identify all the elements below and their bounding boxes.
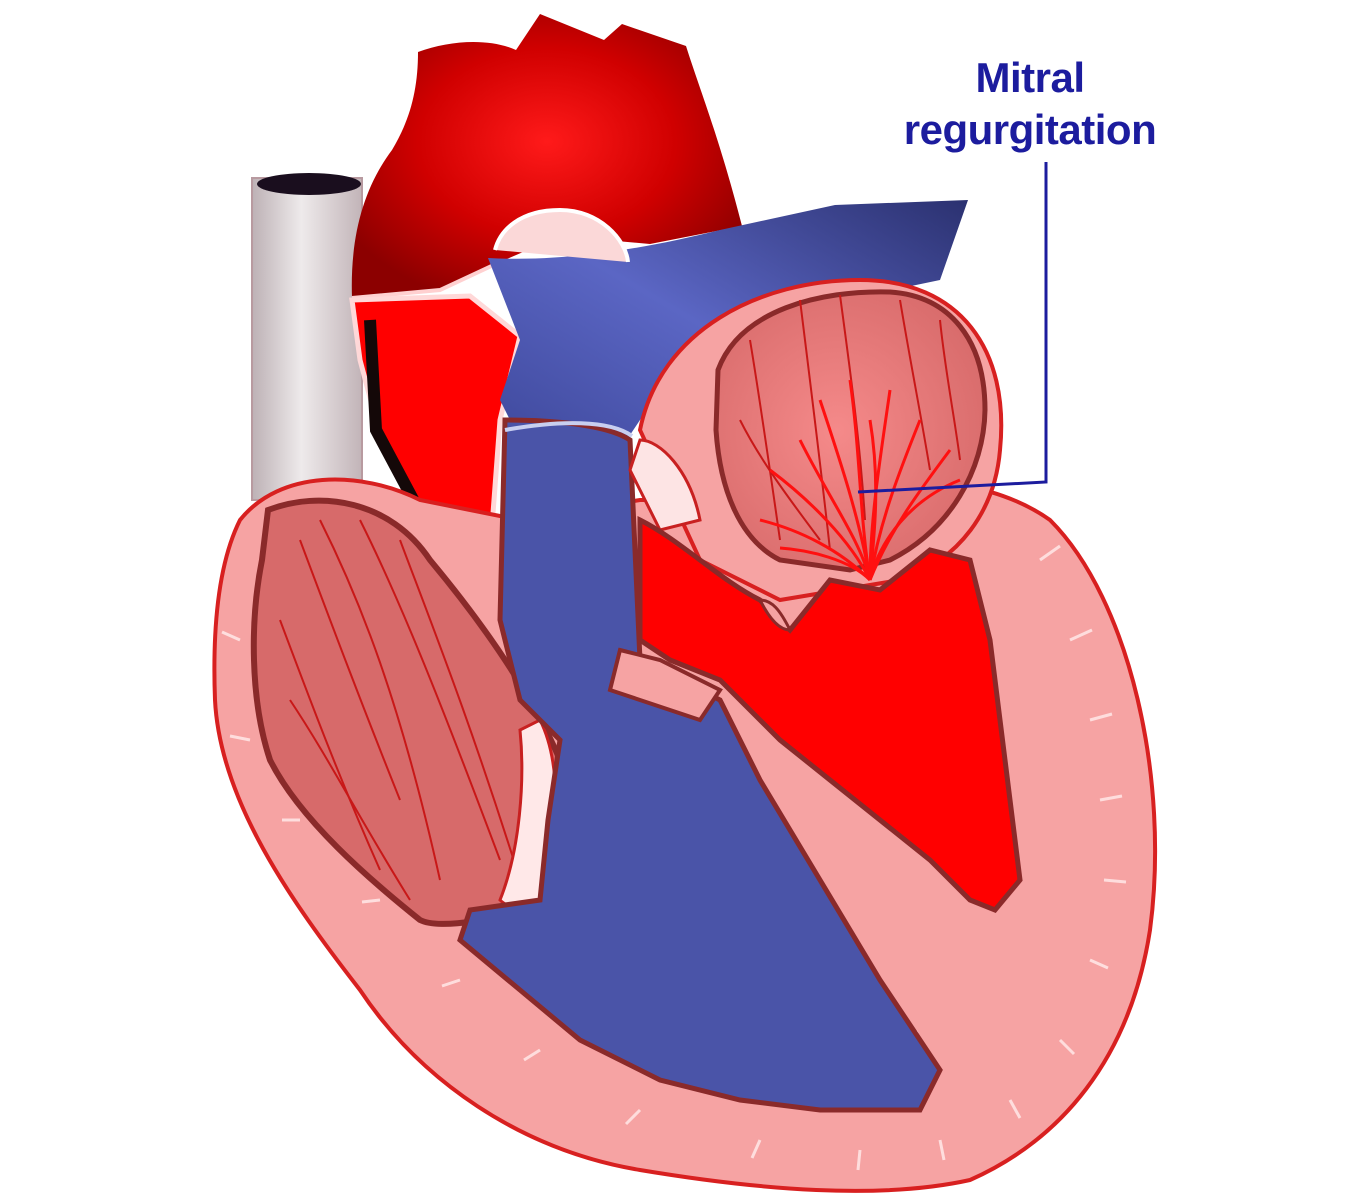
regurgitant-jet bbox=[759, 379, 961, 582]
septum bbox=[607, 647, 723, 723]
left-atrium bbox=[628, 277, 1004, 603]
aorta bbox=[351, 14, 742, 300]
left-ventricle bbox=[637, 515, 1023, 913]
label-line-2: regurgitation bbox=[903, 106, 1157, 153]
leader-line bbox=[857, 162, 1048, 494]
pulmonary-artery bbox=[488, 200, 968, 480]
right-ventricle bbox=[457, 417, 943, 1113]
label-line-1: Mitral bbox=[975, 54, 1085, 101]
superior-vena-cava bbox=[251, 173, 363, 501]
mitral-regurgitation-label: Mitral regurgitation bbox=[870, 52, 1190, 156]
